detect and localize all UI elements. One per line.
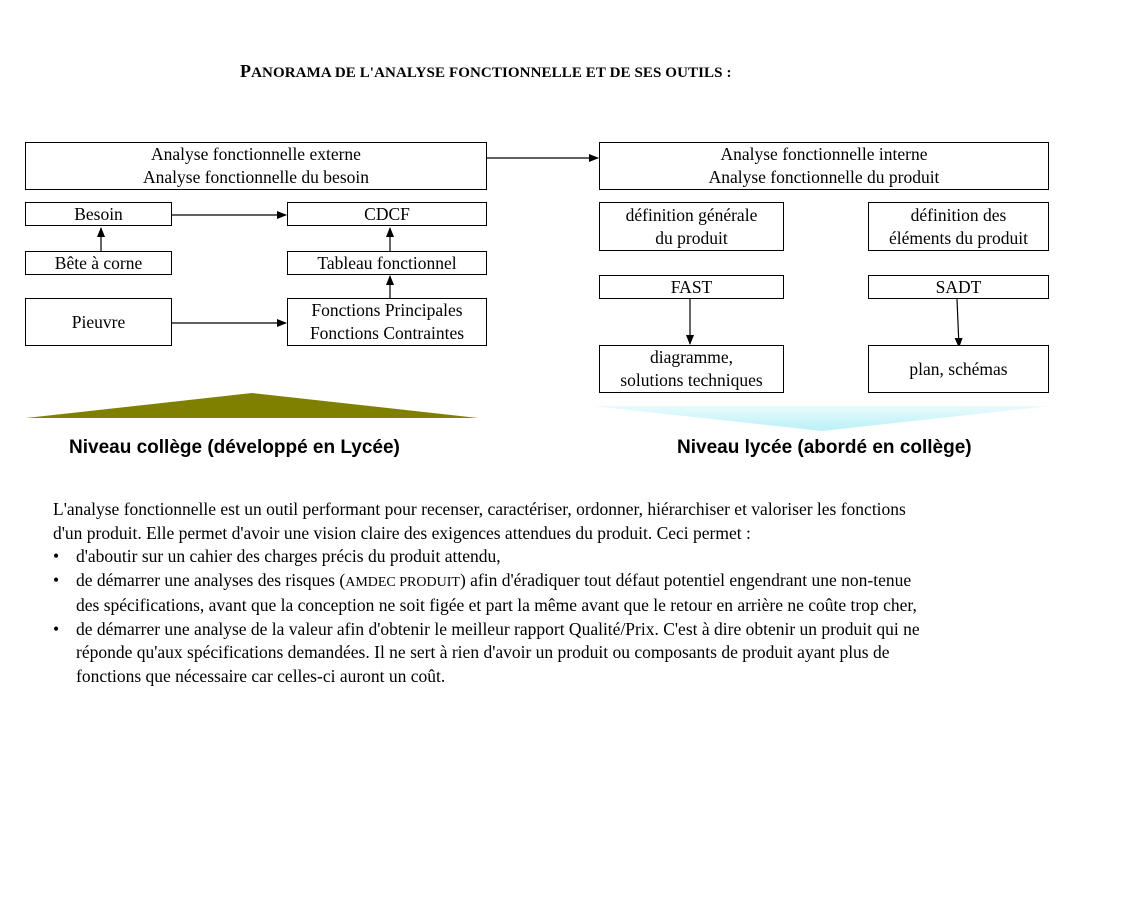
lycee-level-wedge	[592, 406, 1050, 431]
bullet-icon: •	[53, 569, 60, 590]
arrow-sadt-to-plan	[954, 298, 963, 348]
box-fonctions: Fonctions Principales Fonctions Contrain…	[287, 298, 487, 346]
box-diagramme: diagramme, solutions techniques	[599, 345, 784, 393]
box-plan-schemas: plan, schémas	[868, 345, 1049, 393]
box-sadt: SADT	[868, 275, 1049, 299]
box-bete-a-corne: Bête à corne	[25, 251, 172, 275]
box-cdcf: CDCF	[287, 202, 487, 226]
bullet-icon: •	[53, 618, 60, 639]
box-definition-elements: définition des éléments du produit	[868, 202, 1049, 251]
box-fast: FAST	[599, 275, 784, 299]
box-tableau-fonctionnel: Tableau fonctionnel	[287, 251, 487, 275]
level-college-label: Niveau collège (développé en Lycée)	[69, 437, 400, 458]
box-analyse-interne: Analyse fonctionnelle interne Analyse fo…	[599, 142, 1049, 190]
college-level-wedge	[26, 393, 478, 418]
bullet-icon: •	[53, 546, 60, 566]
box-besoin: Besoin	[25, 202, 172, 226]
intro-paragraph: L'analyse fonctionnelle est un outil per…	[53, 499, 906, 543]
body-text: L'analyse fonctionnelle est un outil per…	[53, 498, 1053, 688]
level-lycee-label: Niveau lycée (abordé en collège)	[677, 437, 972, 458]
page-title: PANORAMA DE L'ANALYSE FONCTIONNELLE ET D…	[240, 61, 732, 81]
list-item: • de démarrer une analyse de la valeur a…	[53, 618, 920, 686]
list-item: • d'aboutir sur un cahier des charges pr…	[53, 545, 1053, 569]
box-analyse-externe: Analyse fonctionnelle externe Analyse fo…	[25, 142, 487, 190]
list-item: • de démarrer une analyses des risques (…	[53, 569, 917, 616]
amdec-term: AMDEC PRODUIT	[345, 574, 460, 590]
box-pieuvre: Pieuvre	[25, 298, 172, 346]
box-definition-generale: définition générale du produit	[599, 202, 784, 251]
bullet-list: • d'aboutir sur un cahier des charges pr…	[53, 545, 1053, 688]
